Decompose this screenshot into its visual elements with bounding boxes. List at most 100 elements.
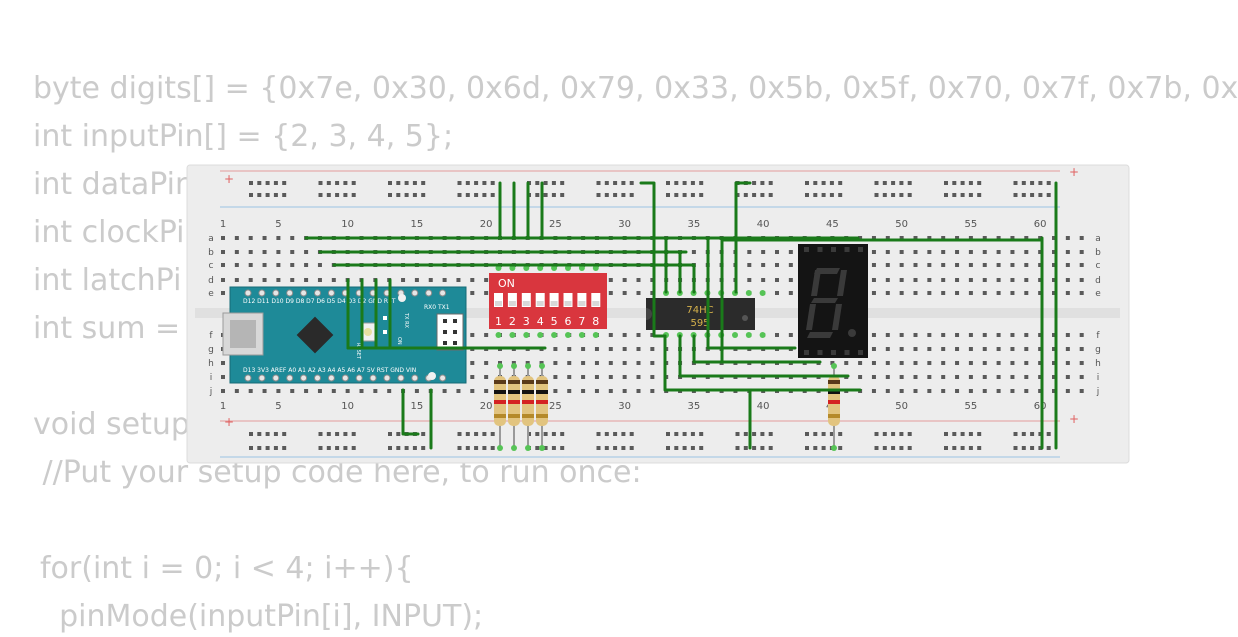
rail-hole[interactable] bbox=[699, 446, 704, 450]
breadboard-hole[interactable] bbox=[1024, 236, 1029, 240]
rail-hole[interactable] bbox=[629, 193, 634, 197]
rail-hole[interactable] bbox=[1030, 193, 1035, 197]
breadboard-hole[interactable] bbox=[470, 361, 475, 365]
arduino-pin[interactable] bbox=[272, 289, 280, 297]
rail-hole[interactable] bbox=[944, 446, 948, 450]
rail-hole[interactable] bbox=[326, 446, 331, 450]
breadboard-hole[interactable] bbox=[885, 263, 890, 267]
breadboard-hole[interactable] bbox=[913, 333, 918, 337]
rail-hole[interactable] bbox=[882, 446, 887, 450]
rail-hole[interactable] bbox=[551, 432, 556, 436]
rail-hole[interactable] bbox=[907, 181, 912, 185]
rail-hole[interactable] bbox=[821, 181, 826, 185]
breadboard-hole[interactable] bbox=[885, 236, 890, 240]
breadboard-hole[interactable] bbox=[1038, 333, 1043, 337]
breadboard-hole[interactable] bbox=[581, 375, 586, 379]
rail-hole[interactable] bbox=[699, 193, 704, 197]
rail-hole[interactable] bbox=[821, 432, 826, 436]
rail-hole[interactable] bbox=[474, 181, 479, 185]
rail-hole[interactable] bbox=[805, 181, 809, 185]
rail-hole[interactable] bbox=[760, 446, 765, 450]
breadboard-hole[interactable] bbox=[594, 361, 599, 365]
rail-hole[interactable] bbox=[1013, 446, 1018, 450]
breadboard-hole[interactable] bbox=[456, 389, 461, 393]
breadboard-hole[interactable] bbox=[996, 278, 1001, 282]
rail-hole[interactable] bbox=[482, 446, 487, 450]
breadboard-hole[interactable] bbox=[484, 375, 489, 379]
breadboard-hole[interactable] bbox=[1079, 250, 1084, 254]
rail-hole[interactable] bbox=[343, 446, 348, 450]
rail-hole[interactable] bbox=[874, 181, 879, 185]
rail-hole[interactable] bbox=[318, 432, 323, 436]
breadboard-hole[interactable] bbox=[511, 361, 516, 365]
breadboard-hole[interactable] bbox=[470, 278, 475, 282]
breadboard-hole[interactable] bbox=[234, 278, 239, 282]
breadboard-hole[interactable] bbox=[221, 291, 225, 295]
rail-hole[interactable] bbox=[821, 446, 826, 450]
dip-toggle[interactable] bbox=[591, 293, 601, 307]
breadboard-hole[interactable] bbox=[691, 250, 696, 254]
rail-hole[interactable] bbox=[944, 181, 948, 185]
breadboard-hole[interactable] bbox=[996, 291, 1001, 295]
breadboard-hole[interactable] bbox=[982, 389, 987, 393]
breadboard-hole[interactable] bbox=[899, 278, 904, 282]
dip-toggle[interactable] bbox=[521, 293, 531, 307]
breadboard-hole[interactable] bbox=[775, 263, 779, 267]
rail-hole[interactable] bbox=[899, 181, 904, 185]
rail-hole[interactable] bbox=[805, 432, 809, 436]
rail-hole[interactable] bbox=[543, 181, 548, 185]
rail-hole[interactable] bbox=[535, 193, 540, 197]
breadboard-hole[interactable] bbox=[608, 333, 613, 337]
breadboard-hole[interactable] bbox=[955, 347, 960, 351]
breadboard-hole[interactable] bbox=[968, 375, 973, 379]
breadboard-hole[interactable] bbox=[221, 263, 225, 267]
breadboard-hole[interactable] bbox=[982, 263, 987, 267]
rail-hole[interactable] bbox=[457, 181, 462, 185]
rail-hole[interactable] bbox=[968, 432, 973, 436]
breadboard-hole[interactable] bbox=[871, 333, 876, 337]
rail-hole[interactable] bbox=[1021, 446, 1026, 450]
rail-hole[interactable] bbox=[560, 193, 565, 197]
rail-hole[interactable] bbox=[457, 432, 462, 436]
rail-hole[interactable] bbox=[273, 432, 278, 436]
rail-hole[interactable] bbox=[604, 181, 609, 185]
rail-hole[interactable] bbox=[882, 193, 887, 197]
breadboard-hole[interactable] bbox=[1079, 278, 1084, 282]
breadboard-hole[interactable] bbox=[484, 361, 489, 365]
breadboard-hole[interactable] bbox=[955, 375, 960, 379]
breadboard-hole[interactable] bbox=[276, 278, 281, 282]
breadboard-hole[interactable] bbox=[317, 278, 322, 282]
breadboard-hole[interactable] bbox=[525, 361, 530, 365]
rail-hole[interactable] bbox=[805, 193, 809, 197]
breadboard-hole[interactable] bbox=[470, 375, 475, 379]
rail-hole[interactable] bbox=[465, 446, 470, 450]
arduino-pin[interactable] bbox=[244, 289, 252, 297]
breadboard-hole[interactable] bbox=[899, 361, 904, 365]
rail-hole[interactable] bbox=[326, 432, 331, 436]
arduino-pin[interactable] bbox=[258, 289, 266, 297]
rail-hole[interactable] bbox=[838, 193, 843, 197]
breadboard-hole[interactable] bbox=[636, 333, 641, 337]
rail-hole[interactable] bbox=[282, 432, 287, 436]
breadboard-hole[interactable] bbox=[428, 278, 433, 282]
rail-hole[interactable] bbox=[752, 446, 757, 450]
wire[interactable] bbox=[401, 388, 420, 436]
rail-hole[interactable] bbox=[666, 193, 670, 197]
arduino-pin[interactable] bbox=[314, 289, 321, 297]
breadboard-hole[interactable] bbox=[636, 278, 641, 282]
rail-hole[interactable] bbox=[543, 432, 548, 436]
breadboard-hole[interactable] bbox=[982, 278, 987, 282]
rail-hole[interactable] bbox=[421, 446, 426, 450]
breadboard-hole[interactable] bbox=[955, 236, 960, 240]
wires[interactable] bbox=[304, 181, 1058, 450]
rail-hole[interactable] bbox=[388, 193, 392, 197]
rail-hole[interactable] bbox=[257, 446, 262, 450]
rail-hole[interactable] bbox=[465, 181, 470, 185]
breadboard-hole[interactable] bbox=[927, 263, 932, 267]
breadboard-hole[interactable] bbox=[622, 361, 627, 365]
wire[interactable] bbox=[692, 334, 822, 364]
rail-hole[interactable] bbox=[882, 181, 887, 185]
rail-hole[interactable] bbox=[960, 432, 965, 436]
breadboard-hole[interactable] bbox=[1065, 389, 1070, 393]
